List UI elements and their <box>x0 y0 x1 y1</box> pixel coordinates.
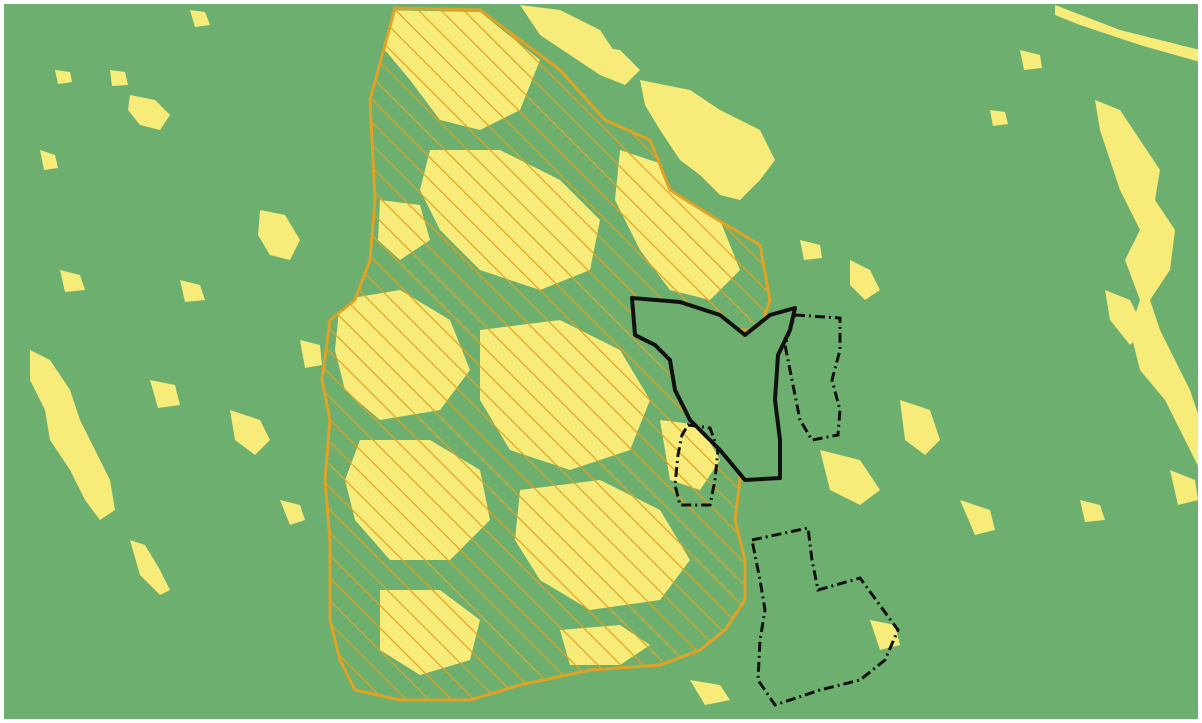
yellow-patches-background <box>30 5 1200 705</box>
hatched-region-boundary <box>320 6 772 702</box>
solid-outline-polygon[interactable] <box>630 296 797 482</box>
dashed-outline-polygon-right[interactable] <box>783 313 842 442</box>
